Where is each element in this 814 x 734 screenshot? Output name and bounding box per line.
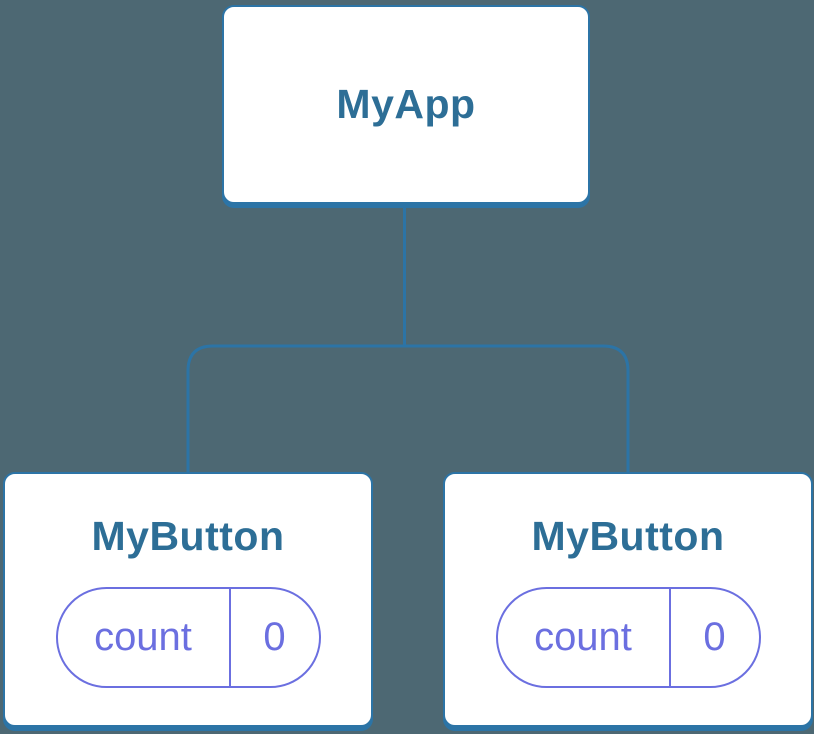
component-title: MyButton: [531, 513, 725, 559]
component-title: MyApp: [336, 80, 476, 127]
component-title: MyButton: [91, 513, 285, 559]
state-pill: count 0: [495, 587, 761, 689]
state-key-label: count: [58, 589, 231, 687]
state-value: 0: [263, 615, 286, 660]
component-node-root: MyApp: [222, 5, 590, 204]
state-value: 0: [703, 615, 726, 660]
connector-branch: [186, 344, 630, 472]
state-pill: count 0: [55, 587, 321, 689]
state-key-label: count: [498, 589, 671, 687]
component-node-child-left: MyButton count 0: [3, 472, 373, 727]
component-node-child-right: MyButton count 0: [443, 472, 813, 727]
